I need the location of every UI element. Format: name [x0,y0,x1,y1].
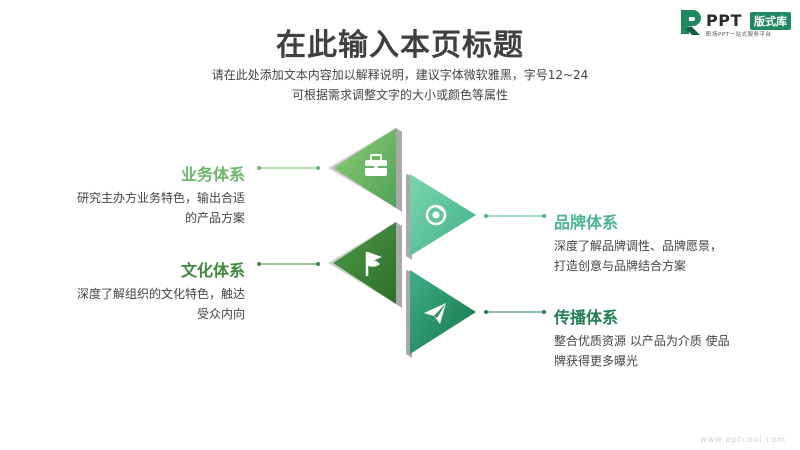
connector-brand [484,214,546,218]
culture-desc-line-1: 深度了解组织的文化特色，触达 [76,287,245,301]
brand-desc-line-2: 打造创意与品牌结合方案 [554,259,687,273]
brand-logo: PPT 版式库 职场PPT一站式服务平台 [678,8,796,40]
logo-tagline: 职场PPT一站式服务平台 [706,32,772,38]
culture-triangle [328,222,402,308]
culture-desc-line-2: 受众内向 [196,307,245,321]
business-desc-line-2: 的产品方案 [184,211,245,225]
subtitle-line-2: 可根据需求调整文字的大小或颜色等属性 [291,88,508,102]
flag-icon [365,252,382,276]
brand-description: 深度了解品牌调性、品牌愿景， 打造创意与品牌结合方案 [554,236,774,276]
brand-block: 品牌体系 深度了解品牌调性、品牌愿景， 打造创意与品牌结合方案 [554,209,774,276]
brand-heading: 品牌体系 [554,213,619,232]
culture-description: 深度了解组织的文化特色，触达 受众内向 [40,284,245,324]
page-title: 在此输入本页标题 [276,28,524,63]
spread-desc-line-2: 牌获得更多曝光 [554,354,639,368]
connector-business [257,166,320,170]
business-triangle [328,128,402,212]
business-desc-line-1: 研究主办方业务特色，输出合适 [76,191,245,205]
watermark: www.pptcool.com [700,435,786,444]
culture-block: 文化体系 深度了解组织的文化特色，触达 受众内向 [40,257,245,324]
spread-desc-line-1: 整合优质资源 以产品为介质 使品 [554,334,730,348]
logo-mark-icon [681,10,701,35]
business-block: 业务体系 研究主办方业务特色，输出合适 的产品方案 [40,161,245,228]
spread-block: 传播体系 整合优质资源 以产品为介质 使品 牌获得更多曝光 [554,304,774,371]
connector-spread [484,310,546,314]
brand-desc-line-1: 深度了解品牌调性、品牌愿景， [554,239,723,253]
spread-description: 整合优质资源 以产品为介质 使品 牌获得更多曝光 [554,331,774,371]
culture-heading: 文化体系 [180,261,245,280]
briefcase-icon [365,154,387,176]
business-heading: 业务体系 [180,165,245,184]
brand-triangle [406,174,476,260]
logo-text: PPT [706,11,742,30]
spread-heading: 传播体系 [554,308,619,327]
paper-plane-icon [424,303,446,324]
business-description: 研究主办方业务特色，输出合适 的产品方案 [40,188,245,228]
connector-culture [257,262,320,266]
logo-badge: 版式库 [750,12,791,30]
subtitle-line-1: 请在此处添加文本内容加以解释说明，建议字体微软雅黑，字号12~24 [211,68,589,82]
compass-icon [425,204,447,226]
